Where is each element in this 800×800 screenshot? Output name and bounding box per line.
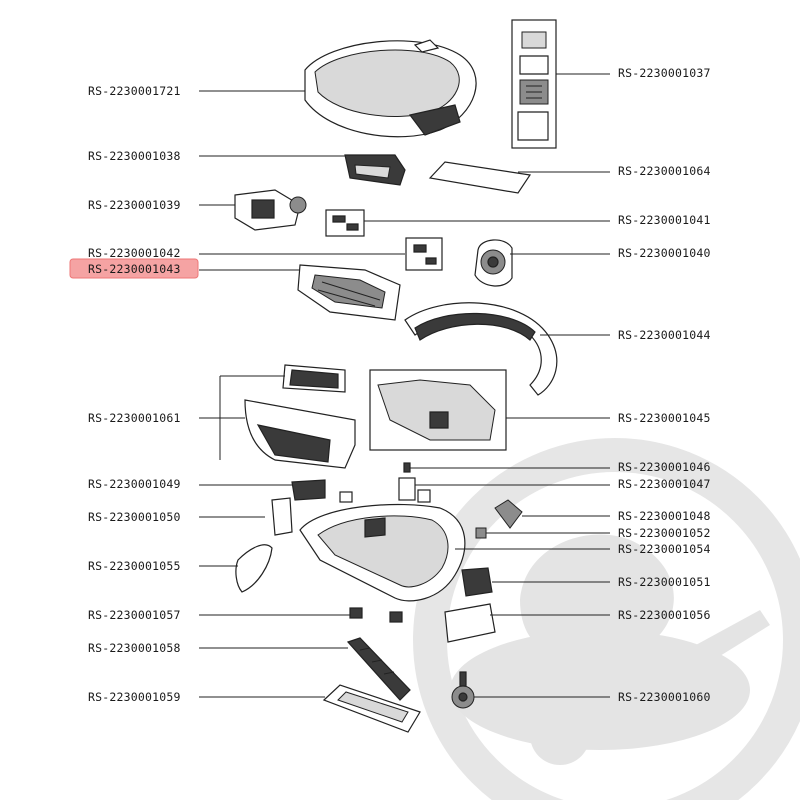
- part-label[interactable]: RS-2230001064: [618, 164, 711, 178]
- brush-frame-part[interactable]: [322, 684, 421, 733]
- vacuum-cleaner-watermark-icon: [413, 438, 800, 800]
- part-label[interactable]: RS-2230001041: [618, 213, 711, 227]
- part-label[interactable]: RS-2230001042: [88, 246, 181, 260]
- brush-module-part[interactable]: [344, 154, 406, 186]
- rear-flap-part[interactable]: [461, 567, 493, 597]
- part-label[interactable]: RS-2230001050: [88, 510, 181, 524]
- filter-set-part[interactable]: [511, 19, 557, 149]
- right-leader-lines: [364, 73, 610, 698]
- small-screw-part[interactable]: [403, 462, 411, 473]
- panel-cover-part[interactable]: [444, 603, 496, 643]
- bumper-part[interactable]: [404, 302, 558, 396]
- bottom-plate-part[interactable]: [428, 161, 532, 194]
- part-label[interactable]: RS-2230001721: [88, 84, 181, 98]
- part-label[interactable]: RS-2230001048: [618, 509, 711, 523]
- wheel-assembly-part[interactable]: [474, 239, 513, 287]
- caster-part[interactable]: [494, 499, 523, 529]
- brush-housing-part[interactable]: [297, 264, 401, 321]
- connector-part[interactable]: [475, 527, 487, 539]
- part-label[interactable]: RS-2230001046: [618, 460, 711, 474]
- part-label[interactable]: RS-2230001058: [88, 641, 181, 655]
- part-label-highlighted[interactable]: RS-2230001043: [88, 262, 181, 276]
- part-label[interactable]: RS-2230001040: [618, 246, 711, 260]
- part-label[interactable]: RS-2230001039: [88, 198, 181, 212]
- part-label[interactable]: RS-2230001045: [618, 411, 711, 425]
- switch-module-part[interactable]: [291, 479, 431, 503]
- left-leader-lines: [199, 90, 405, 698]
- top-cover-part[interactable]: [304, 39, 477, 138]
- main-brush-part[interactable]: [346, 637, 411, 701]
- right-labels: RS-2230001037 RS-2230001064 RS-223000104…: [618, 66, 711, 704]
- part-label[interactable]: RS-2230001052: [618, 526, 711, 540]
- part-label[interactable]: RS-2230001037: [618, 66, 711, 80]
- base-chassis-part[interactable]: [299, 503, 466, 602]
- highlight-box: [69, 258, 199, 279]
- part-label[interactable]: RS-2230001049: [88, 477, 181, 491]
- left-labels: RS-2230001721 RS-2230001038 RS-223000103…: [88, 84, 181, 704]
- part-label[interactable]: RS-2230001051: [618, 575, 711, 589]
- part-label[interactable]: RS-2230001047: [618, 477, 711, 491]
- part-label[interactable]: RS-2230001044: [618, 328, 711, 342]
- part-label[interactable]: RS-2230001054: [618, 542, 711, 556]
- side-cover-part[interactable]: [271, 497, 293, 536]
- part-label[interactable]: RS-2230001056: [618, 608, 711, 622]
- wheel-motor-part[interactable]: [234, 189, 307, 231]
- side-guard-part[interactable]: [235, 544, 273, 593]
- part-label[interactable]: RS-2230001059: [88, 690, 181, 704]
- clip-kit-part[interactable]: [405, 237, 443, 271]
- part-label[interactable]: RS-2230001057: [88, 608, 181, 622]
- chassis-kit-part[interactable]: [369, 369, 507, 451]
- part-label[interactable]: RS-2230001038: [88, 149, 181, 163]
- part-label[interactable]: RS-2230001061: [88, 411, 181, 425]
- clip-pair-part[interactable]: [349, 607, 403, 623]
- part-label[interactable]: RS-2230001055: [88, 559, 181, 573]
- contact-plate-part[interactable]: [398, 477, 416, 501]
- dust-bin-part[interactable]: [244, 364, 356, 469]
- part-label[interactable]: RS-2230001060: [618, 690, 711, 704]
- bracket-kit-part[interactable]: [325, 209, 365, 237]
